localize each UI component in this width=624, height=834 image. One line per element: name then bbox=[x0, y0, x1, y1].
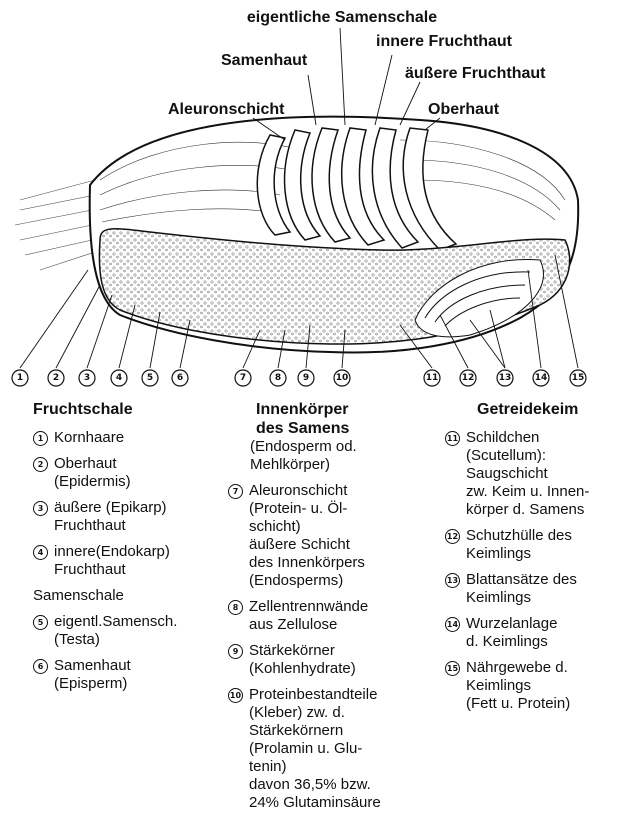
number-15-icon: 15 bbox=[445, 661, 460, 676]
legend-getreidekeim-heading: Getreidekeim bbox=[445, 400, 623, 419]
legend-fruchtschale: Fruchtschale 1 Kornhaare 2 Oberhaut (Epide… bbox=[33, 400, 223, 701]
marker-number-5: 5 bbox=[147, 373, 153, 383]
label-innere-fruchthaut: innere Fruchthaut bbox=[376, 33, 513, 50]
marker-number-4: 4 bbox=[116, 373, 122, 383]
number-7-icon: 7 bbox=[228, 484, 243, 499]
kornhaare-hairs bbox=[15, 180, 95, 270]
legend-item-5: 5 eigentl.Samensch. (Testa) bbox=[33, 613, 223, 649]
legend-item-text: Aleuronschicht (Protein- u. Öl- schicht)… bbox=[249, 482, 365, 590]
number-11-icon: 11 bbox=[445, 431, 460, 446]
number-3-icon: 3 bbox=[33, 501, 48, 516]
label-oberhaut: Oberhaut bbox=[428, 101, 500, 118]
number-4-icon: 4 bbox=[33, 545, 48, 560]
legend-item-text: Schildchen (Scutellum): Saugschicht zw. … bbox=[466, 429, 589, 519]
legend-item-15: 15 Nährgewebe d. Keimlings (Fett u. Prote… bbox=[445, 659, 623, 713]
legend-item-11: 11 Schildchen (Scutellum): Saugschicht zw… bbox=[445, 429, 623, 519]
marker-number-9: 9 bbox=[303, 373, 309, 383]
legend-innenkoerper-subtitle: (Endosperm od. Mehlkörper) bbox=[228, 438, 428, 474]
marker-number-3: 3 bbox=[84, 373, 90, 383]
legend-item-12: 12 Schutzhülle des Keimlings bbox=[445, 527, 623, 563]
legend-item-text: innere(Endokarp) Fruchthaut bbox=[54, 543, 170, 579]
number-13-icon: 13 bbox=[445, 573, 460, 588]
legend-item-8: 8 Zellentrennwände aus Zellulose bbox=[228, 598, 428, 634]
marker-number-7: 7 bbox=[240, 373, 246, 383]
number-2-icon: 2 bbox=[33, 457, 48, 472]
legend-item-14: 14 Wurzelanlage d. Keimlings bbox=[445, 615, 623, 651]
legend-item-13: 13 Blattansätze des Keimlings bbox=[445, 571, 623, 607]
legend-innenkoerper-heading: Innenkörper des Samens bbox=[228, 400, 428, 438]
number-1-icon: 1 bbox=[33, 431, 48, 446]
number-8-icon: 8 bbox=[228, 600, 243, 615]
legend-item-text: Samenhaut (Episperm) bbox=[54, 657, 131, 693]
marker-number-2: 2 bbox=[53, 373, 59, 383]
marker-number-11: 11 bbox=[426, 373, 439, 383]
legend-item-text: Wurzelanlage d. Keimlings bbox=[466, 615, 557, 651]
legend-item-4: 4 innere(Endokarp) Fruchthaut bbox=[33, 543, 223, 579]
legend-item-3: 3 äußere (Epikarp) Fruchthaut bbox=[33, 499, 223, 535]
legend-fruchtschale-heading: Fruchtschale bbox=[33, 400, 223, 419]
number-6-icon: 6 bbox=[33, 659, 48, 674]
marker-number-14: 14 bbox=[535, 373, 548, 383]
legend-item-9: 9 Stärkekörner (Kohlenhydrate) bbox=[228, 642, 428, 678]
legend-item-text: äußere (Epikarp) Fruchthaut bbox=[54, 499, 167, 535]
legend-item-text: eigentl.Samensch. (Testa) bbox=[54, 613, 177, 649]
marker-number-13: 13 bbox=[499, 373, 512, 383]
marker-number-1: 1 bbox=[17, 373, 23, 383]
grain-cross-section-diagram: eigentliche Samenschale innere Fruchthau… bbox=[0, 0, 624, 395]
legend-item-6: 6 Samenhaut (Episperm) bbox=[33, 657, 223, 693]
legend-item-7: 7 Aleuronschicht (Protein- u. Öl- schicht… bbox=[228, 482, 428, 590]
number-9-icon: 9 bbox=[228, 644, 243, 659]
marker-number-12: 12 bbox=[462, 373, 475, 383]
legend-item-text: Nährgewebe d. Keimlings (Fett u. Protein… bbox=[466, 659, 570, 713]
legend-samenschale-subheading: Samenschale bbox=[33, 587, 223, 605]
legend-item-1: 1 Kornhaare bbox=[33, 429, 223, 447]
legend-item-text: Zellentrennwände aus Zellulose bbox=[249, 598, 368, 634]
label-aleuronschicht: Aleuronschicht bbox=[168, 101, 285, 118]
legend-item-text: Proteinbestandteile (Kleber) zw. d. Stär… bbox=[249, 686, 381, 812]
marker-number-10: 10 bbox=[336, 373, 349, 383]
number-5-icon: 5 bbox=[33, 615, 48, 630]
number-12-icon: 12 bbox=[445, 529, 460, 544]
legend-item-10: 10 Proteinbestandteile (Kleber) zw. d. St… bbox=[228, 686, 428, 812]
legend-item-text: Kornhaare bbox=[54, 429, 124, 447]
marker-number-8: 8 bbox=[275, 373, 281, 383]
number-14-icon: 14 bbox=[445, 617, 460, 632]
legend-item-text: Blattansätze des Keimlings bbox=[466, 571, 577, 607]
label-eigentliche-samenschale: eigentliche Samenschale bbox=[247, 9, 437, 26]
legend-item-2: 2 Oberhaut (Epidermis) bbox=[33, 455, 223, 491]
legend-getreidekeim: Getreidekeim 11 Schildchen (Scutellum): S… bbox=[445, 400, 623, 721]
legend-item-text: Stärkekörner (Kohlenhydrate) bbox=[249, 642, 356, 678]
marker-number-15: 15 bbox=[572, 373, 585, 383]
legend-innenkoerper: Innenkörper des Samens (Endosperm od. Me… bbox=[228, 400, 428, 820]
legend-item-text: Schutzhülle des Keimlings bbox=[466, 527, 572, 563]
marker-number-6: 6 bbox=[177, 373, 183, 383]
legend-item-text: Oberhaut (Epidermis) bbox=[54, 455, 131, 491]
label-samenhaut: Samenhaut bbox=[221, 52, 308, 69]
number-10-icon: 10 bbox=[228, 688, 243, 703]
label-aeussere-fruchthaut: äußere Fruchthaut bbox=[405, 65, 546, 82]
